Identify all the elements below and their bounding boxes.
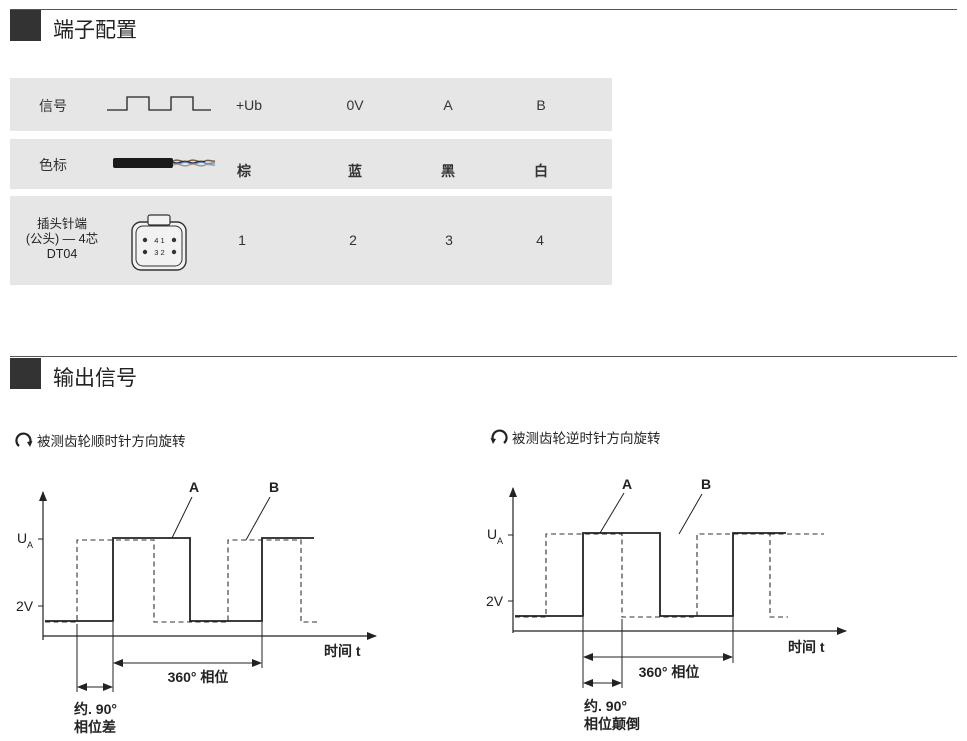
y-label-high: U	[487, 526, 497, 542]
timing-diagram-ccw: A B U A 2V 时间 t 360° 相位 约. 90° 相位颠倒	[486, 476, 847, 732]
phase-label-2: 相位差	[74, 719, 116, 735]
y-label-high-sub: A	[497, 536, 503, 546]
section-rule-top	[10, 9, 957, 10]
signal-a-wave	[515, 532, 786, 617]
table-row-plug: 插头针端 (公头) — 4芯 DT04 4 1 3 2 1 2 3 4	[10, 196, 612, 285]
signal-b-wave	[45, 539, 318, 623]
plug-label-line3: DT04	[46, 247, 78, 261]
y-label-low: 2V	[16, 598, 34, 614]
callout-b	[678, 493, 703, 535]
section-marker	[10, 10, 41, 41]
section-title-terminal: 端子配置	[53, 19, 137, 42]
plug-label-line2: (公头) — 4芯	[25, 232, 99, 246]
signal-a: A	[443, 97, 453, 113]
pin-1: 1	[238, 232, 246, 248]
signal-b: B	[536, 97, 546, 113]
period-label: 360° 相位	[168, 669, 229, 685]
row-label-plug: 插头针端 (公头) — 4芯 DT04	[22, 217, 102, 262]
label-b: B	[269, 479, 279, 495]
timing-diagram-cw: A B U A 2V 时间 t 360° 相位 约. 90° 相位差	[16, 479, 377, 735]
counterclockwise-arrow-icon	[490, 429, 508, 444]
color-white: 白	[534, 163, 548, 179]
y-label-high: U	[17, 530, 27, 546]
pin-labels-bottom: 3 2	[154, 248, 164, 257]
row-label-signal: 信号	[39, 98, 67, 114]
signal-a-wave	[45, 537, 314, 622]
x-axis-label: 时间 t	[788, 639, 825, 655]
signal-ub: +Ub	[235, 97, 263, 113]
label-b: B	[701, 476, 711, 492]
connector-icon: 4 1 3 2	[131, 214, 187, 271]
square-wave-icon	[107, 96, 211, 111]
pin-3: 3	[445, 232, 453, 248]
color-brown: 棕	[237, 163, 251, 179]
pin-2: 2	[349, 232, 357, 248]
diagram-cw-title: 被测齿轮顺时针方向旋转	[15, 430, 186, 450]
phase-label-1: 约. 90°	[584, 698, 627, 714]
phase-label-1: 约. 90°	[74, 701, 117, 717]
callout-b	[245, 496, 271, 541]
section-marker-output	[10, 358, 41, 389]
color-blue: 蓝	[348, 163, 362, 179]
label-a: A	[189, 479, 199, 495]
period-label: 360° 相位	[639, 664, 700, 680]
signal-b-wave	[515, 533, 788, 618]
section-rule-output	[10, 356, 957, 357]
diagram-ccw-title-text: 被测齿轮逆时针方向旋转	[512, 431, 661, 446]
label-a: A	[622, 476, 632, 492]
callout-a	[599, 492, 625, 534]
row-label-color: 色标	[39, 157, 67, 173]
clockwise-arrow-icon	[15, 432, 33, 447]
y-label-high-sub: A	[27, 540, 33, 550]
pin-labels-top: 4 1	[154, 236, 164, 245]
x-axis-label: 时间 t	[324, 643, 361, 659]
diagram-ccw-title: 被测齿轮逆时针方向旋转	[490, 427, 661, 447]
diagram-cw-title-text: 被测齿轮顺时针方向旋转	[37, 434, 186, 449]
callout-a	[171, 496, 193, 539]
pin-4: 4	[536, 232, 544, 248]
table-row-color: 色标 棕 蓝 黑 白	[10, 139, 612, 189]
cable-icon	[113, 158, 216, 168]
color-black: 黑	[441, 163, 455, 179]
table-row-signal: 信号 +Ub 0V A B	[10, 78, 612, 131]
y-label-low: 2V	[486, 593, 504, 609]
signal-0v: 0V	[346, 97, 364, 113]
plug-label-line1: 插头针端	[36, 217, 87, 231]
phase-label-2: 相位颠倒	[584, 716, 640, 732]
section-title-output: 输出信号	[53, 367, 137, 390]
